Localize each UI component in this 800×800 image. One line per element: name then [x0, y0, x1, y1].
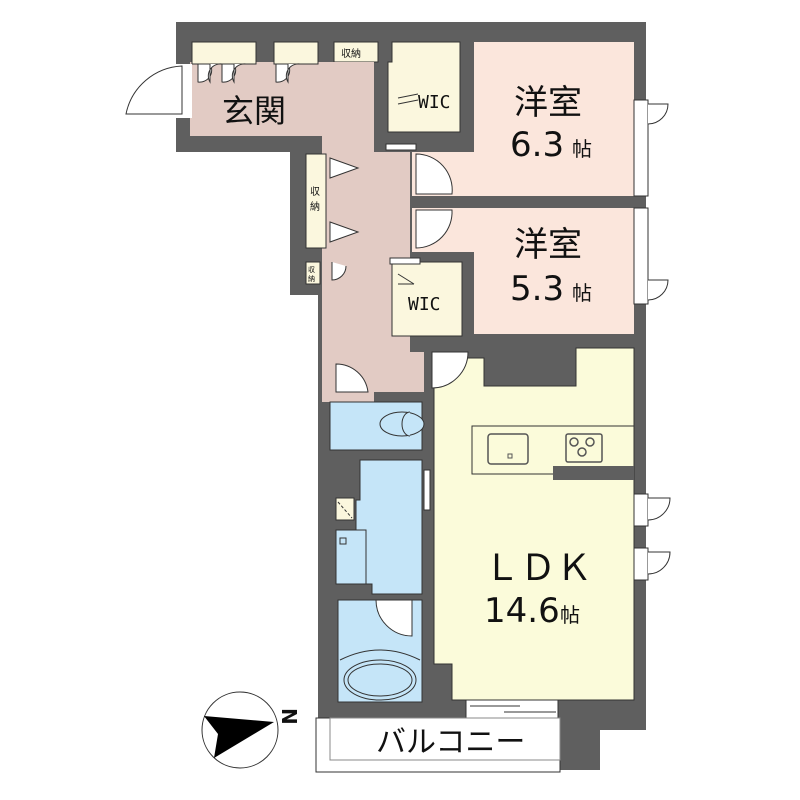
balcony-sliding-door [465, 699, 559, 719]
small-storage-label-2: 納 [308, 274, 315, 283]
wic1-room [387, 41, 461, 133]
bedroom2-door-icon [415, 209, 453, 249]
hall-storage-label-1: 収 [310, 186, 320, 198]
window-door-icon [647, 497, 671, 521]
ldk-label: ＬＤＫ [484, 548, 592, 589]
hall-storage [305, 153, 327, 249]
ldk-unit: 帖 [560, 603, 580, 627]
bedroom1-room [474, 42, 634, 196]
small-storage-label-1: 収 [308, 266, 315, 274]
wic2-room [391, 261, 463, 337]
bedroom1-label: 洋室 [514, 83, 582, 123]
door-swing-icon [335, 363, 369, 393]
wic2-label: WIC [408, 294, 441, 315]
folding-door-icon [329, 157, 360, 243]
wic1-label: WIC [418, 92, 451, 113]
compass: N [201, 691, 301, 769]
bedroom2-size: 5.3 [510, 269, 564, 309]
front-door-icon [125, 64, 192, 118]
window-door-icon [647, 551, 671, 575]
north-arrow-icon [204, 716, 274, 758]
ldk-door-icon [431, 351, 469, 389]
sink-icon [487, 433, 529, 465]
genkan-label: 玄関 [222, 92, 286, 130]
bedroom1-door-icon [415, 153, 453, 195]
window-door-icon [647, 103, 669, 125]
window-door-icon [647, 279, 669, 301]
bedroom2-unit: 帖 [572, 281, 592, 305]
bedroom2-label: 洋室 [514, 225, 582, 265]
bedroom1-unit: 帖 [572, 137, 592, 161]
shoe-cabinet [191, 41, 379, 65]
small-storage [305, 261, 321, 285]
compass-north-label: N [277, 708, 301, 725]
toilet-icon [379, 411, 425, 437]
genkan-room [190, 62, 322, 136]
ldk-size: 14.6 [484, 591, 560, 631]
door-swing-icon [331, 262, 347, 281]
ldk-room [433, 347, 635, 701]
bedroom2-room [474, 208, 634, 334]
stove-icon [565, 433, 603, 463]
bathtub-icon [339, 649, 421, 701]
washbasin-icon [335, 529, 367, 585]
bedroom1-size: 6.3 [510, 125, 564, 165]
door-swing-icon [375, 599, 413, 637]
balcony-label: バルコニー [376, 725, 525, 760]
hall-storage-label-2: 納 [310, 200, 320, 213]
storage-top-label: 収納 [341, 47, 361, 60]
